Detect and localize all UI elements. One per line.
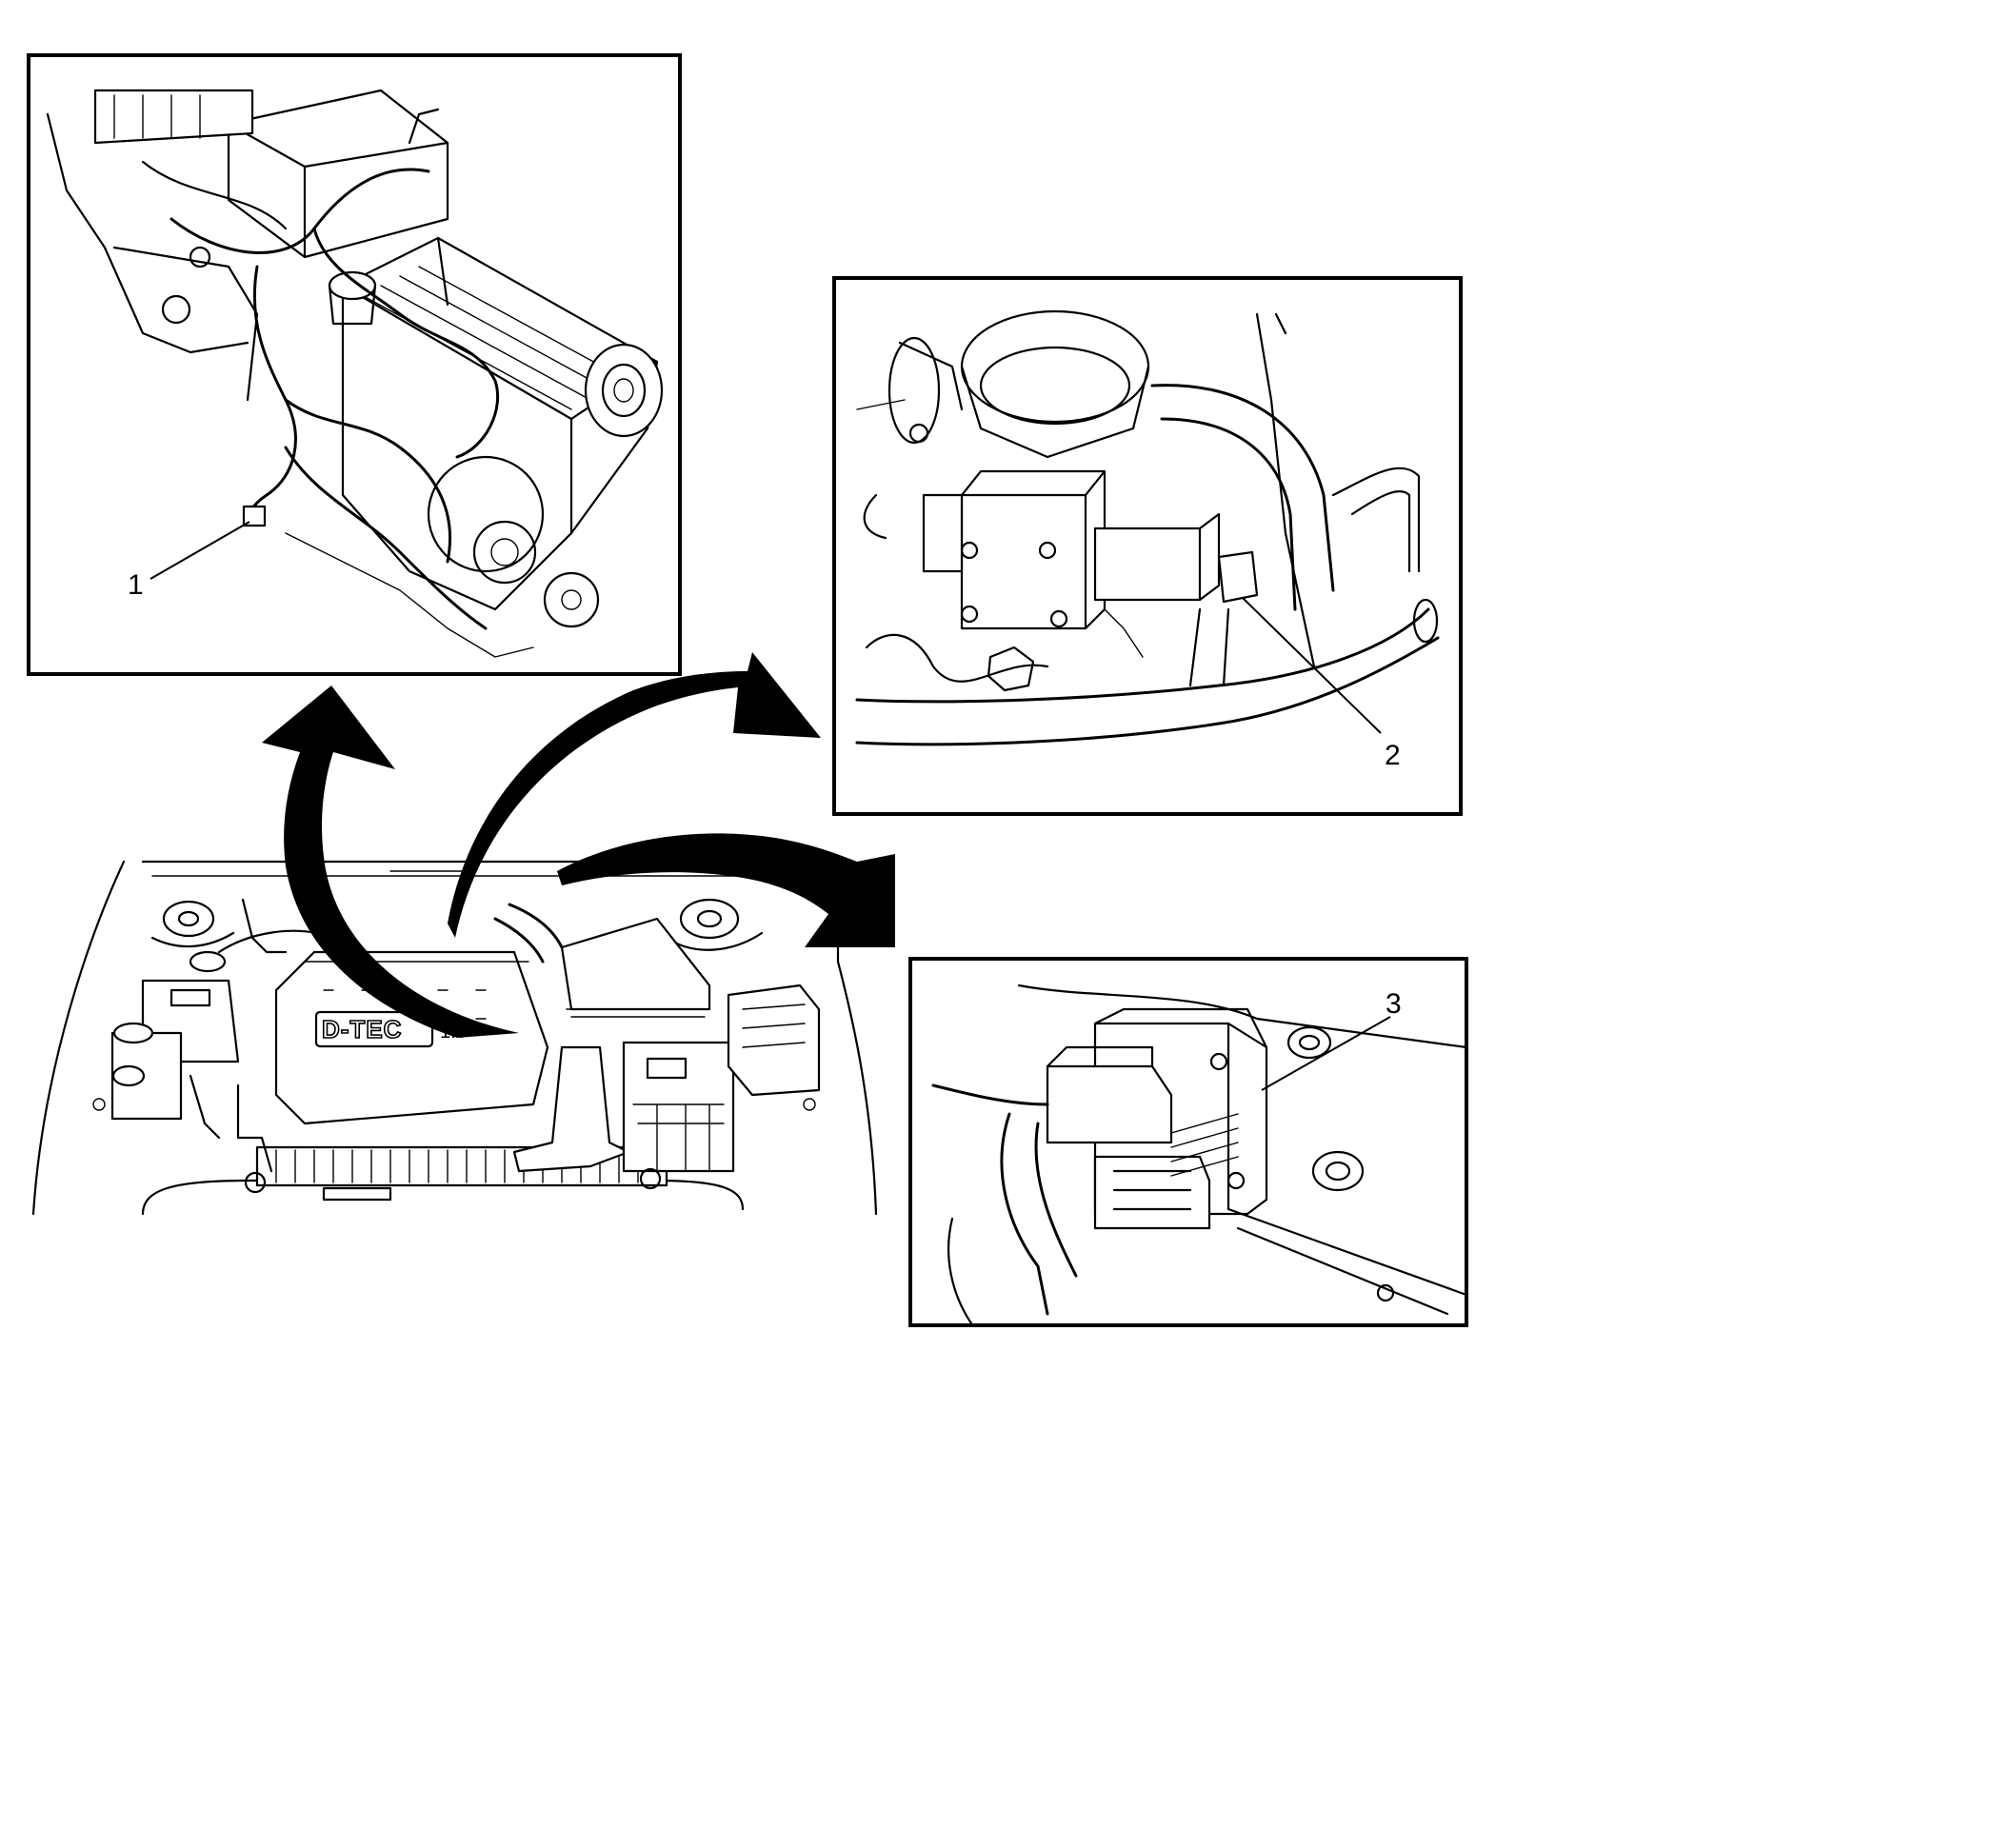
- arrow-to-detail-1-icon: [262, 686, 519, 1038]
- engine-assembly-drawing: [46, 89, 664, 658]
- detail-panel-3: [908, 957, 1468, 1327]
- callout-1-label: 1: [128, 569, 144, 601]
- engine-cover-logo: D-TEC: [322, 1015, 402, 1043]
- callout-1: 1: [128, 521, 250, 601]
- connector-2-icon: [1217, 550, 1259, 604]
- connector-1-icon: [242, 505, 267, 527]
- callout-3: 3: [1261, 988, 1402, 1091]
- line-drawing: D-TEC 1.6 1 2 3: [27, 53, 1468, 1327]
- callout-3-label: 3: [1386, 988, 1402, 1020]
- detail-panel-2: [832, 276, 1463, 816]
- left-strut-tower: [162, 900, 215, 938]
- detail-panel-1: [27, 53, 682, 676]
- throttle-body-drawing: [855, 309, 1440, 746]
- arrow-to-detail-2-icon: [448, 652, 821, 938]
- control-module-drawing: [931, 984, 1468, 1325]
- right-strut-tower: [679, 898, 740, 940]
- callout-2: 2: [1242, 597, 1401, 771]
- arrow-to-detail-3-icon: [557, 833, 895, 947]
- engine-bay-overview: D-TEC 1.6: [31, 860, 878, 1216]
- callout-2-label: 2: [1385, 740, 1401, 771]
